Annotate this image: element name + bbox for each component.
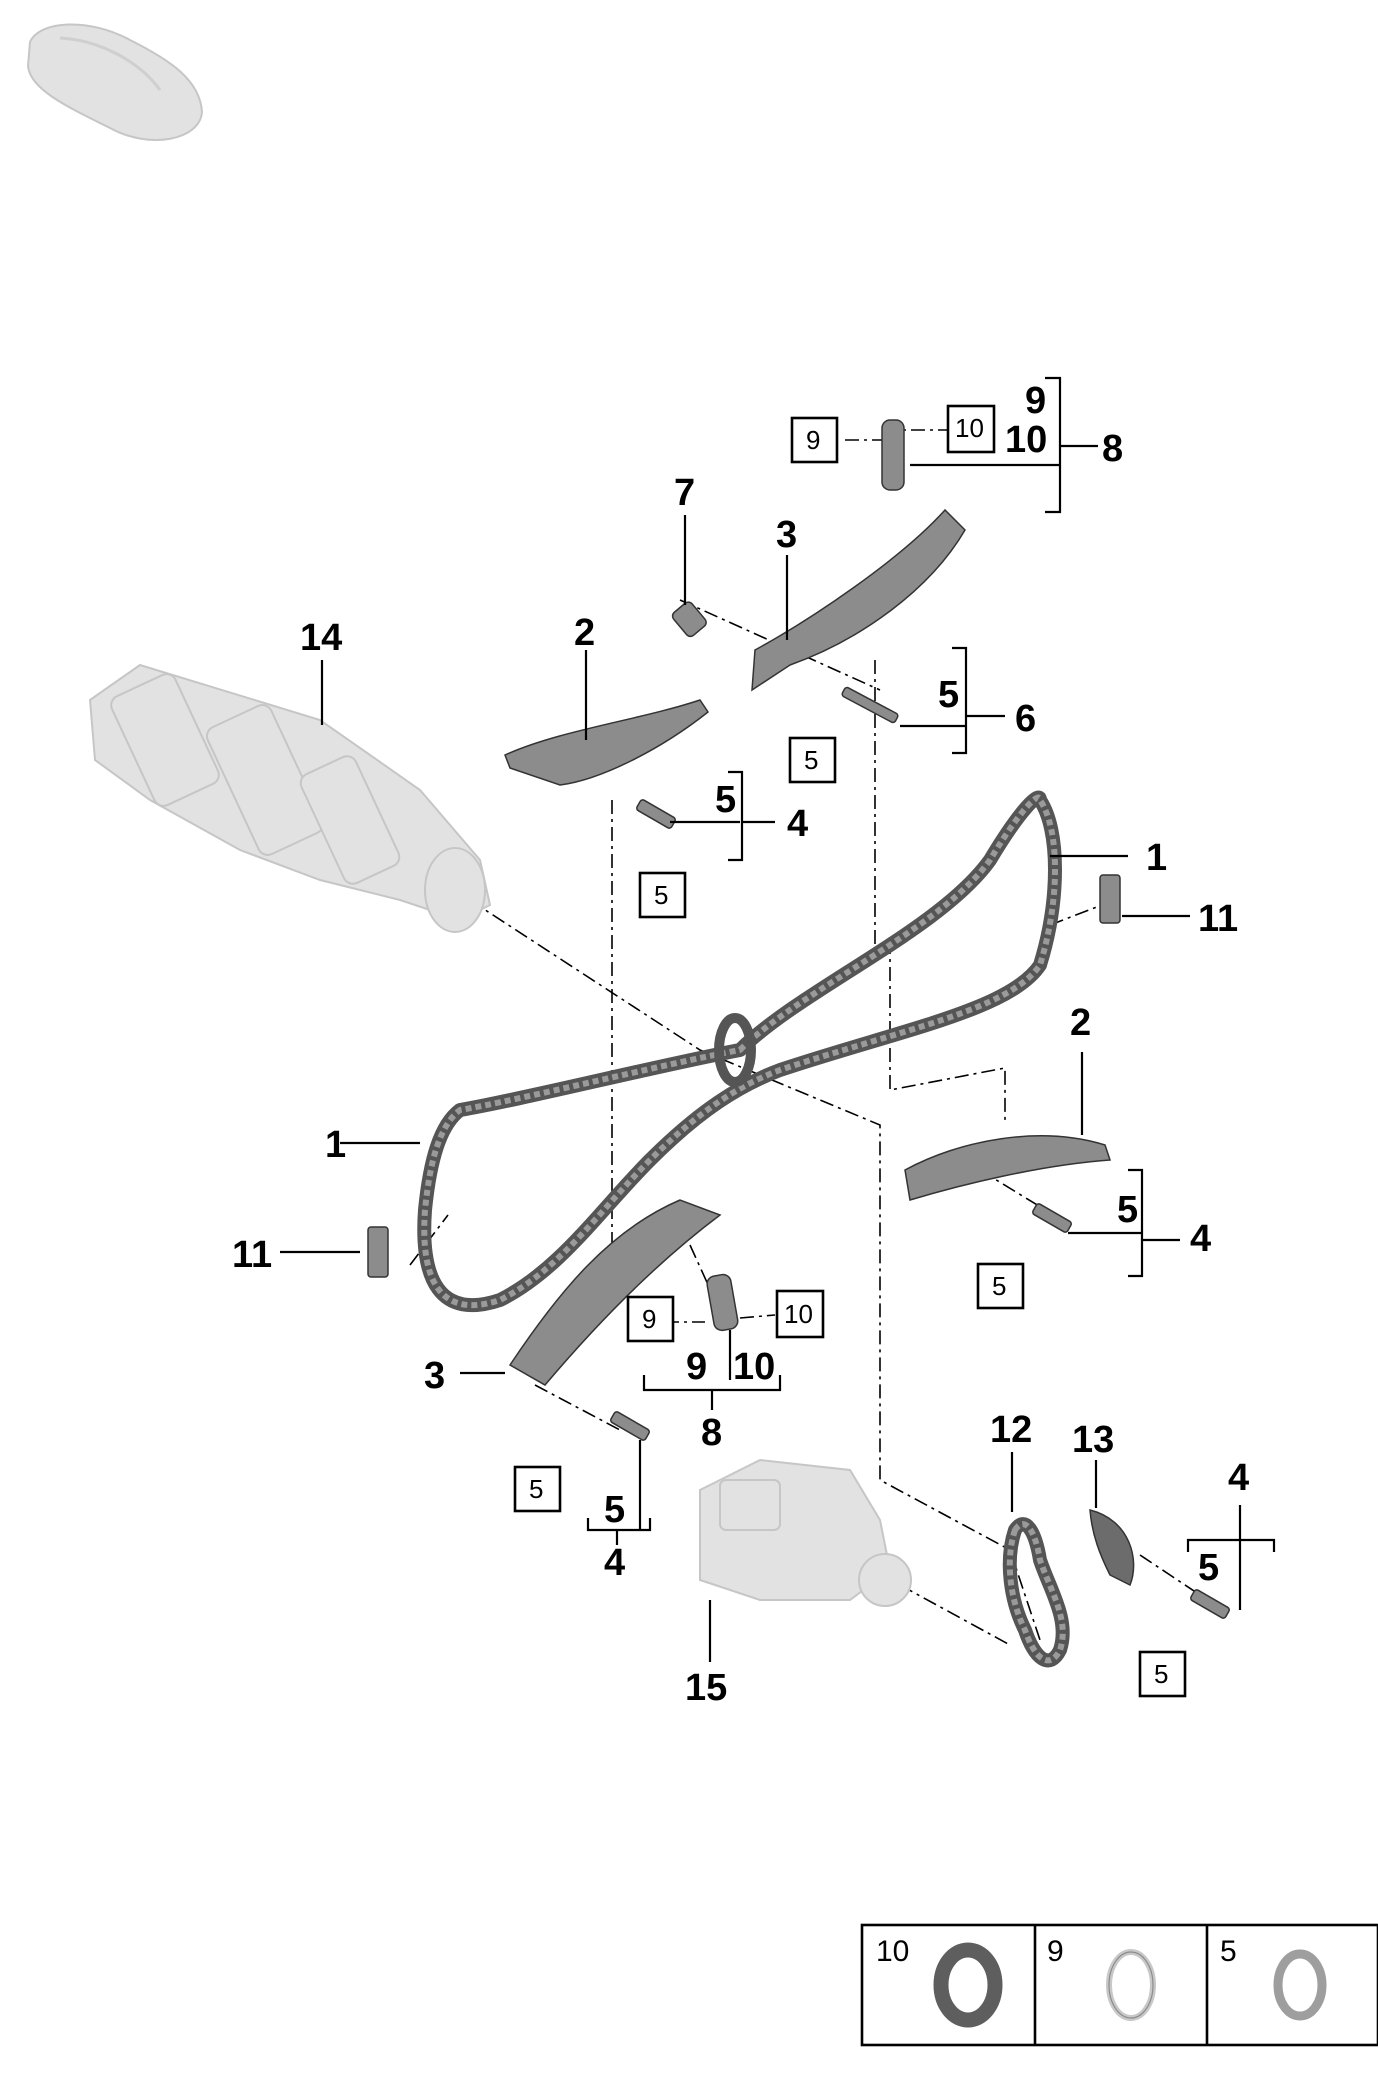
callout-5-lower-right: 5 bbox=[1117, 1189, 1138, 1231]
callout-5-bottom-right: 5 bbox=[1198, 1547, 1219, 1589]
callout-5-upper-left: 5 bbox=[715, 779, 736, 821]
callout-8-bottom: 8 bbox=[701, 1412, 722, 1454]
callout-4-lower-right: 4 bbox=[1190, 1218, 1211, 1260]
boxed-ref-5-d: 5 bbox=[529, 1474, 543, 1504]
boxed-ref-5-b: 5 bbox=[654, 880, 668, 910]
callout-10-top: 10 bbox=[1005, 419, 1047, 461]
timing-chain-part-1 bbox=[417, 790, 1062, 1312]
boxed-ref-5-e: 5 bbox=[1154, 1659, 1168, 1689]
callout-1-left: 1 bbox=[325, 1124, 346, 1166]
legend-label-10: 10 bbox=[876, 1935, 909, 1968]
callout-3-lower: 3 bbox=[424, 1355, 445, 1397]
legend-ring-9-outline bbox=[1108, 1951, 1154, 2019]
boxed-ref-10-bottom: 10 bbox=[784, 1299, 813, 1329]
slide-part-11-a bbox=[1099, 874, 1121, 924]
callout-4-upper: 4 bbox=[787, 803, 808, 845]
boxed-ref-9-top: 9 bbox=[806, 425, 820, 455]
callout-15: 15 bbox=[685, 1667, 727, 1709]
callout-10-bottom: 10 bbox=[733, 1346, 775, 1388]
legend-ring-10-icon bbox=[933, 1942, 1003, 2028]
bolt-part-4-a bbox=[636, 799, 676, 829]
boxed-ref-5-a: 5 bbox=[804, 745, 818, 775]
crankshaft-part-14 bbox=[88, 663, 492, 933]
callout-labels: 14 2 7 3 9 10 8 5 6 5 4 1 11 2 1 5 4 11 … bbox=[232, 380, 1249, 1709]
callout-7: 7 bbox=[674, 472, 695, 514]
boxed-ref-5-c: 5 bbox=[992, 1271, 1006, 1301]
oil-pump-chain-part-12 bbox=[1002, 1517, 1070, 1668]
guide-rail-part-2-lower bbox=[904, 1135, 1112, 1201]
assembly-lines bbox=[409, 429, 1216, 1646]
callout-14: 14 bbox=[300, 617, 342, 659]
callout-11-right: 11 bbox=[1198, 898, 1238, 940]
callout-9-bottom: 9 bbox=[686, 1346, 707, 1388]
tensioner-rail-part-3-lower bbox=[508, 1199, 722, 1386]
oil-pump-part-15 bbox=[699, 1458, 912, 1607]
callout-4-far-right: 4 bbox=[1228, 1457, 1249, 1499]
chain-tensioner-part-8-upper bbox=[881, 419, 905, 491]
legend-label-9: 9 bbox=[1047, 1935, 1064, 1968]
guide-rail-part-2-upper bbox=[504, 699, 710, 786]
callout-5-bottom-left: 5 bbox=[604, 1489, 625, 1531]
pin-part-7 bbox=[671, 601, 707, 638]
bolt-part-4-c bbox=[610, 1411, 650, 1441]
seal-legend-table: 10 9 5 bbox=[860, 1923, 1378, 2047]
callout-1-right: 1 bbox=[1146, 837, 1167, 879]
chain-tensioner-part-8-lower bbox=[706, 1273, 739, 1332]
legend-label-5: 5 bbox=[1220, 1935, 1237, 1968]
callout-9-top: 9 bbox=[1025, 380, 1046, 422]
callout-2-upper: 2 bbox=[574, 612, 595, 654]
bolt-part-4-b bbox=[1032, 1203, 1072, 1233]
boxed-ref-10-top: 10 bbox=[955, 413, 984, 443]
callout-12: 12 bbox=[990, 1409, 1032, 1451]
callout-6: 6 bbox=[1015, 698, 1036, 740]
callout-8-top: 8 bbox=[1102, 428, 1123, 470]
callout-4-bottom-left: 4 bbox=[604, 1542, 625, 1584]
callout-11-left: 11 bbox=[232, 1234, 272, 1276]
brackets bbox=[586, 376, 1276, 1552]
leader-lines bbox=[280, 463, 1242, 1662]
callout-2-lower: 2 bbox=[1070, 1002, 1091, 1044]
bolt-part-4-d bbox=[1190, 1589, 1230, 1619]
callout-5-upper-right: 5 bbox=[938, 674, 959, 716]
guide-rail-part-3-upper bbox=[751, 508, 966, 692]
callout-13: 13 bbox=[1072, 1419, 1114, 1461]
boxed-references: 9 10 5 5 5 9 10 5 5 bbox=[513, 404, 1187, 1698]
oil-pump-chain-guide-part-13 bbox=[1089, 1509, 1135, 1587]
callout-3-upper: 3 bbox=[776, 514, 797, 556]
slide-part-11-b bbox=[367, 1226, 389, 1278]
bolt-part-6 bbox=[841, 686, 899, 724]
boxed-ref-9-bottom: 9 bbox=[642, 1304, 656, 1334]
legend-ring-5-icon bbox=[1273, 1949, 1327, 2021]
vehicle-thumbnail bbox=[26, 23, 204, 141]
